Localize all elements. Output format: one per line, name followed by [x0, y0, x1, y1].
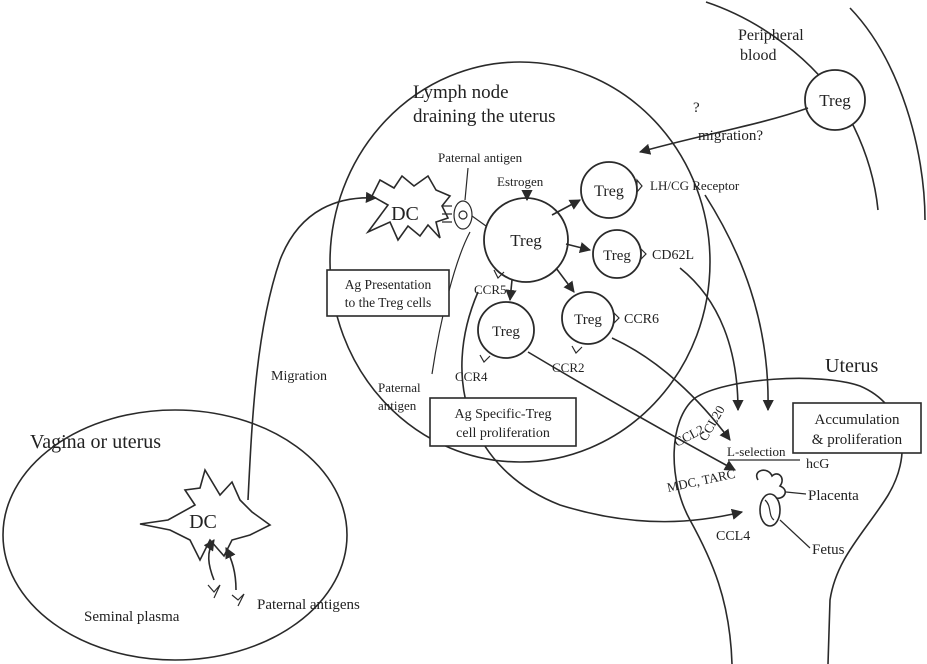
paternal-antigen-top-label: Paternal antigen: [438, 150, 523, 165]
ccr4-label: CCR4: [455, 369, 488, 384]
ccr4-receptor-icon: [480, 355, 490, 362]
ag-specific-line1: Ag Specific-Treg: [454, 407, 551, 422]
cd62l-label: CD62L: [652, 248, 694, 263]
ccr6-label: CCR6: [624, 312, 659, 327]
treg-ccr6-label: Treg: [574, 312, 602, 328]
seminal-plasma-label: Seminal plasma: [84, 609, 180, 625]
ag-presentation-line2: to the Treg cells: [345, 295, 432, 310]
arrow-to-treg-ccr4: [510, 280, 512, 300]
dc-top-label: DC: [391, 203, 419, 225]
lhcg-receptor-icon: [637, 180, 642, 192]
fetus-pointer: [780, 520, 810, 548]
treg-blood-label: Treg: [819, 91, 851, 110]
migration-question-label: migration?: [698, 128, 763, 144]
paternal-antigens-label: Paternal antigens: [257, 597, 360, 613]
peripheral-blood-label-1: Peripheral: [738, 27, 804, 44]
arrow-to-treg-cd62l: [566, 244, 590, 250]
paternal-antigen-dot: [459, 211, 467, 219]
ag-presentation-line1: Ag Presentation: [345, 277, 432, 292]
paternal-antigens-icon: [232, 594, 244, 606]
migration-label: Migration: [271, 369, 327, 384]
dc-bottom-label: DC: [189, 511, 217, 533]
question-mark: ?: [693, 100, 700, 116]
arrow-paternal-antigens: [226, 548, 236, 590]
vagina-label: Vagina or uterus: [30, 431, 161, 453]
l-selection-label: L-selection: [727, 444, 786, 459]
estrogen-label: Estrogen: [497, 174, 544, 189]
line-migration: [248, 198, 376, 500]
paternal-antigen-mid-label-1: Paternal: [378, 380, 421, 395]
line-complex-to-treg: [472, 216, 486, 226]
paternal-antigen-mid-label-2: antigen: [378, 398, 417, 413]
hcg-label: hcG: [806, 457, 829, 472]
fetus-inner: [765, 500, 774, 520]
accumulation-line1: Accumulation: [815, 412, 900, 428]
peripheral-blood-label-2: blood: [740, 47, 776, 64]
mdc-tarc-label: MDC, TARC: [666, 466, 737, 495]
arrow-to-treg-ccr6: [556, 268, 574, 292]
lymph-node-label-2: draining the uterus: [413, 106, 555, 127]
seminal-plasma-icon: [208, 585, 220, 598]
uterus-label: Uterus: [825, 355, 879, 377]
treg-cd62l-label: Treg: [603, 248, 631, 264]
line-paternal-antigen-top: [465, 168, 468, 200]
ccr2-label: CCR2: [552, 360, 585, 375]
treg-ccr4-label: Treg: [492, 324, 520, 340]
arrow-seminal-plasma: [209, 540, 214, 580]
ag-specific-line2: cell proliferation: [456, 426, 550, 441]
placenta-label: Placenta: [808, 488, 859, 504]
paternal-antigen-complex: [454, 201, 472, 229]
placenta-pointer: [786, 492, 806, 494]
ccr5-label: CCR5: [474, 282, 507, 297]
lymph-node-label-1: Lymph node: [413, 82, 509, 103]
fetus-label: Fetus: [812, 542, 845, 558]
lhcg-receptor-label: LH/CG Receptor: [650, 178, 740, 193]
treg-center-label: Treg: [510, 231, 542, 250]
ccr2-receptor-icon: [572, 346, 582, 353]
ccl4-label: CCL4: [716, 529, 750, 544]
arrow-to-treg-lhcg: [552, 200, 580, 215]
treg-lhcg-label: Treg: [594, 183, 624, 200]
accumulation-line2: & proliferation: [812, 432, 903, 448]
